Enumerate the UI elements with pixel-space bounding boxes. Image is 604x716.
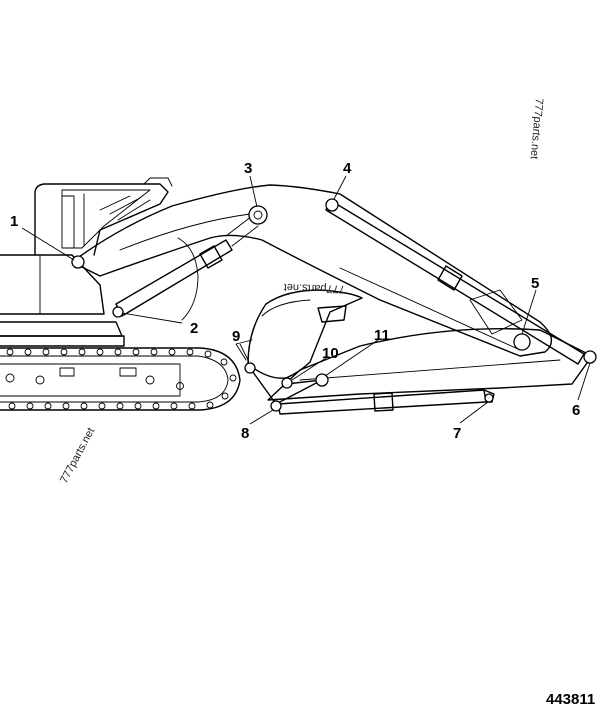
boom xyxy=(71,184,553,357)
watermark-left: 777parts.net xyxy=(58,426,97,486)
callout-3: 3 xyxy=(244,160,252,177)
bucket-cylinder xyxy=(277,389,495,415)
callout-labels: 1 2 3 4 5 6 7 8 9 10 11 xyxy=(10,160,580,442)
callout-10: 10 xyxy=(322,345,339,362)
arm-cylinder xyxy=(325,199,585,365)
boom-cylinder xyxy=(115,215,259,317)
track-assembly xyxy=(0,347,241,411)
callout-7: 7 xyxy=(453,425,461,442)
callout-11: 11 xyxy=(374,327,390,344)
callout-2: 2 xyxy=(190,320,198,337)
leader-lines xyxy=(21,175,591,425)
callout-8: 8 xyxy=(241,425,249,442)
pivot-pins xyxy=(71,198,597,412)
upper-structure xyxy=(0,177,173,347)
watermark-center: 777parts.net xyxy=(284,281,346,295)
bucket xyxy=(235,289,363,379)
drawing-id: 443811 xyxy=(546,691,595,708)
watermark-top-right: 777parts.net xyxy=(528,98,545,160)
callout-9: 9 xyxy=(232,328,240,345)
callout-4: 4 xyxy=(343,160,352,177)
callout-6: 6 xyxy=(572,402,580,419)
callout-1: 1 xyxy=(10,213,18,230)
callout-5: 5 xyxy=(531,275,539,292)
